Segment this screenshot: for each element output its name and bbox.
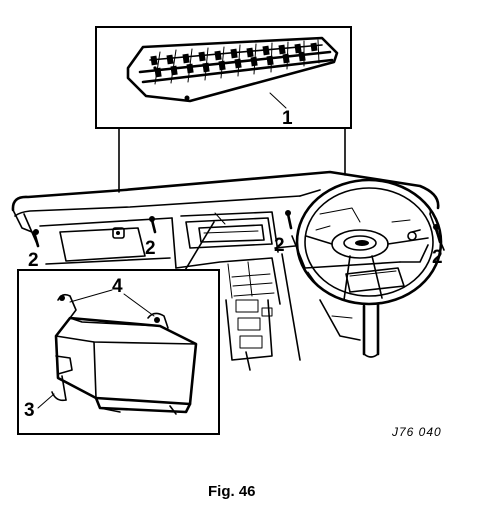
callout-glovebox-hinge-screws: 4 <box>112 276 123 297</box>
vent-grille <box>126 36 339 103</box>
glovebox-inset: 4 3 <box>17 269 220 435</box>
glovebox <box>51 293 198 415</box>
glovebox-inset-leader <box>183 221 215 273</box>
fixing-clip-right: 2 <box>432 224 443 268</box>
hinge-screw-leader-left <box>69 289 113 303</box>
fixing-clip-left: 2 <box>28 229 40 271</box>
dashboard <box>11 170 445 371</box>
callout-clip-left: 2 <box>28 250 39 271</box>
callout-vent-grille: 1 <box>282 108 293 129</box>
fixing-clip-center-right: 2 <box>274 210 293 256</box>
hinge-screw-leader-right <box>123 293 155 317</box>
glovebox-fixing-leader <box>37 393 55 409</box>
callout-clip-center-left: 2 <box>145 238 156 259</box>
figure-reference-code: J76 040 <box>391 425 442 439</box>
callout-clip-right: 2 <box>432 247 443 268</box>
steering-wheel <box>295 178 443 306</box>
callout-glovebox-fixings: 3 <box>24 400 35 421</box>
callout-clip-center-right: 2 <box>274 235 285 256</box>
vent-grille-inset: 1 <box>95 26 352 129</box>
vent-grille-leader <box>269 92 287 109</box>
figure-caption: Fig. 46 <box>208 483 256 500</box>
fixing-clip-center-left: 2 <box>145 216 157 259</box>
